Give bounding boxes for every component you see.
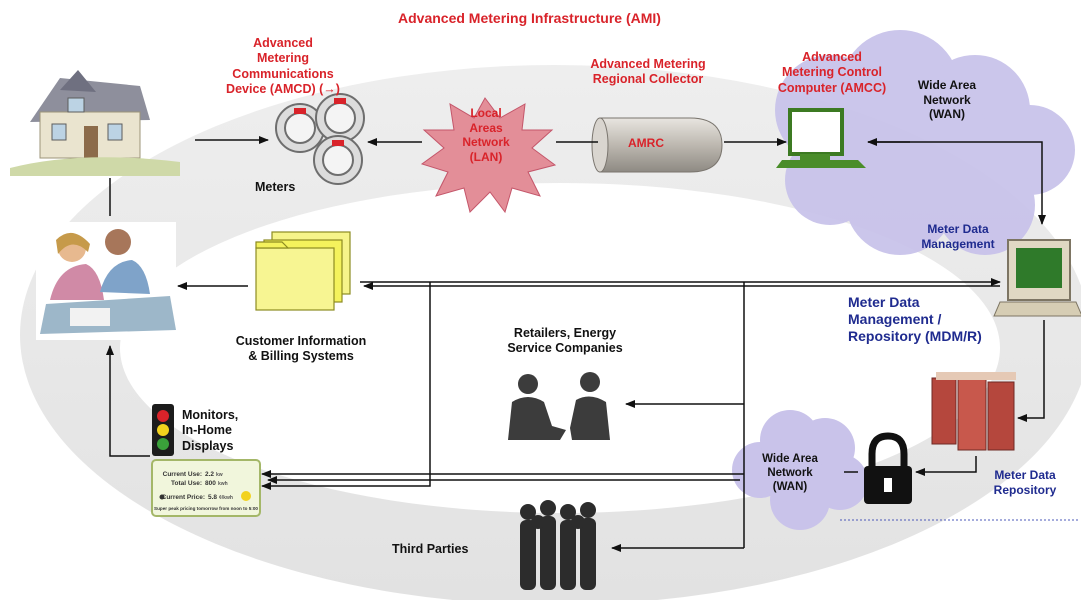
amcc-label: Advanced Metering Control Computer (AMCC… (777, 50, 887, 95)
lan-label: Local Areas Network (LAN) (462, 106, 510, 164)
mdm-label: Meter Data Management (921, 222, 995, 251)
retailers-handshake (508, 372, 610, 440)
wan-top-label: Wide Area Network (WAN) (917, 78, 977, 122)
display-current-price-unit: ¢/kwh (219, 495, 233, 501)
sun-icon (241, 491, 251, 501)
connectors (106, 136, 1046, 552)
display-current-price-label: Current Price: (162, 494, 205, 501)
display-indicator-icon (159, 494, 165, 500)
mdmr-servers (931, 372, 1016, 451)
display-current-use-value: 2.2 (205, 471, 214, 478)
amrc-title-label: Advanced Metering Regional Collector (590, 57, 706, 87)
wan-cloud-bottom (732, 410, 868, 530)
lan-starburst (420, 97, 557, 214)
third-parties-crowd (520, 500, 596, 590)
amcd-label: Advanced Metering Communications Device … (226, 36, 340, 96)
display-total-use-unit: kwh (218, 481, 228, 487)
amcc-computer (776, 108, 866, 168)
padlock-illustration (864, 432, 912, 504)
display-total-use-label: Total Use: (171, 480, 202, 487)
meters-label: Meters (255, 180, 296, 194)
cis-folders (255, 231, 351, 311)
customers-illustration (36, 222, 176, 340)
cis-label: Customer Information & Billing Systems (235, 334, 367, 364)
retailers-label: Retailers, Energy Service Companies (507, 326, 623, 356)
diagram-title: Advanced Metering Infrastructure (AMI) (398, 10, 661, 26)
traffic-light-icon (152, 404, 174, 456)
mdr-label: Meter Data Repository (993, 468, 1057, 497)
amrc-text: AMRC (628, 136, 664, 150)
display-footer: Super peak pricing tomorrow from noon to… (154, 506, 258, 511)
wan-bottom-label: Wide Area Network (WAN) (762, 453, 818, 494)
meters-illustration (275, 93, 365, 185)
amrc-cylinder (591, 117, 723, 173)
monitors-label: Monitors, In-Home Displays (182, 408, 239, 453)
display-current-use-unit: kw (216, 472, 223, 478)
display-current-price-value: 5.8 (208, 494, 217, 501)
display-total-use-value: 800 (205, 480, 216, 487)
display-current-use-label: Current Use: (163, 471, 202, 478)
mdmr-label: Meter Data Management / Repository (MDM/… (848, 294, 982, 345)
in-home-display: Current Use: 2.2 kw Total Use: 800 kwh C… (151, 459, 261, 517)
third-parties-label: Third Parties (392, 542, 469, 556)
mdm-computer (993, 239, 1081, 317)
house-illustration (10, 70, 180, 176)
